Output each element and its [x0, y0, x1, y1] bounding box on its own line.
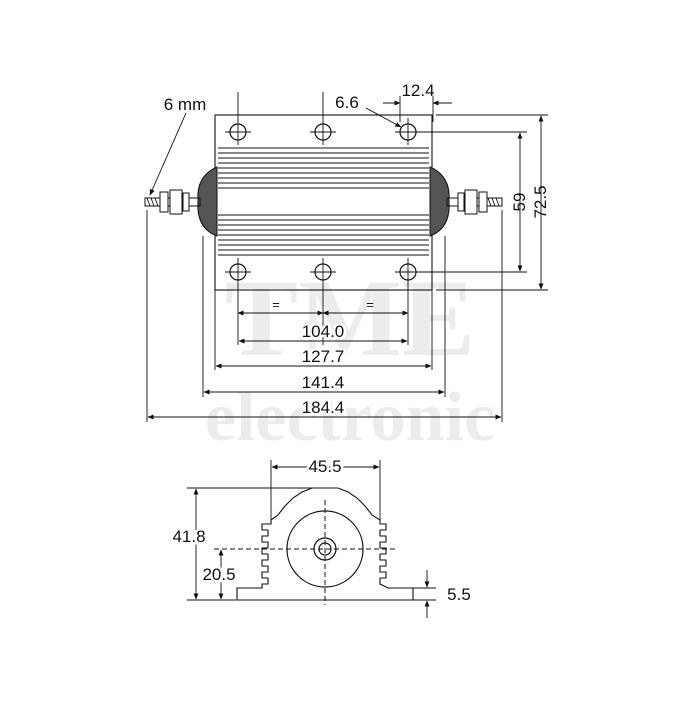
- side-profile: [236, 487, 414, 601]
- dim-41-8: 41.8: [172, 527, 205, 546]
- resistor-top-view: [144, 92, 503, 345]
- dim-72-5: 72.5: [531, 185, 550, 218]
- dim-5-5: 5.5: [447, 585, 471, 604]
- dim-127-7: 127.7: [302, 347, 345, 366]
- dim-6-6: 6.6: [335, 93, 359, 112]
- housing-grooves: [218, 147, 429, 256]
- dim-104-0: 104.0: [302, 322, 345, 341]
- watermark-brand: TME: [225, 257, 476, 379]
- dim-6mm: 6 mm: [164, 95, 207, 114]
- top-view-dimensions: 12.4 6.6 6 mm 59 72.5 = =: [146, 81, 550, 422]
- side-view-dimensions: 45.5 41.8 20.5 5.5: [170, 455, 471, 618]
- terminal-right: [446, 189, 503, 215]
- dim-141-4: 141.4: [302, 373, 345, 392]
- hole-centerlines: [225, 92, 421, 345]
- end-cap-right: [429, 166, 450, 237]
- dim-equal-right: =: [366, 297, 374, 312]
- dim-184-4: 184.4: [302, 398, 345, 417]
- dim-equal-left: =: [272, 297, 280, 312]
- dim-12-4: 12.4: [401, 81, 434, 100]
- terminal-left: [144, 189, 201, 215]
- dim-20-5: 20.5: [202, 565, 235, 584]
- watermark-sub: electronic: [205, 379, 495, 456]
- resistor-side-view: [214, 487, 414, 605]
- dim-59: 59: [510, 193, 529, 212]
- end-cap-left: [197, 166, 218, 237]
- dim-45-5: 45.5: [308, 457, 341, 476]
